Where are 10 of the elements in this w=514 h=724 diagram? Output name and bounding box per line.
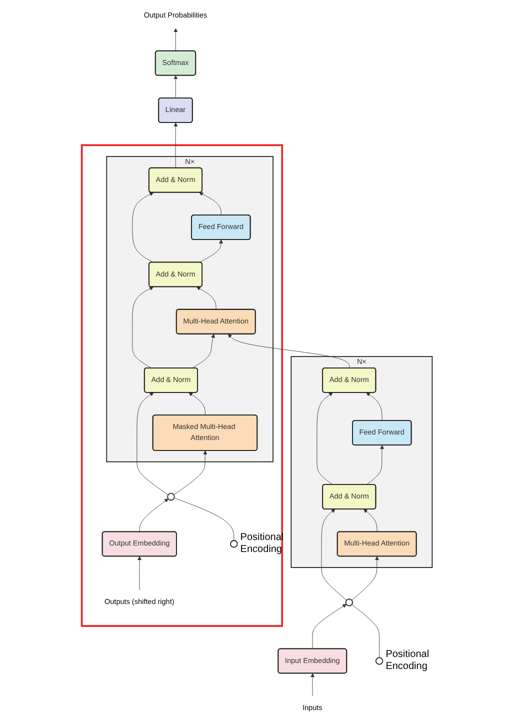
- cluster: [290, 356, 433, 568]
- node-circle: [230, 540, 238, 548]
- node-circle: [375, 657, 384, 665]
- node-circle: [167, 492, 175, 501]
- beside-text: Positional Encoding: [386, 648, 430, 673]
- connector: [174, 498, 234, 541]
- node-circle: [345, 598, 353, 606]
- cluster: [106, 156, 274, 462]
- connector: [352, 604, 380, 658]
- cluster: [80, 144, 283, 627]
